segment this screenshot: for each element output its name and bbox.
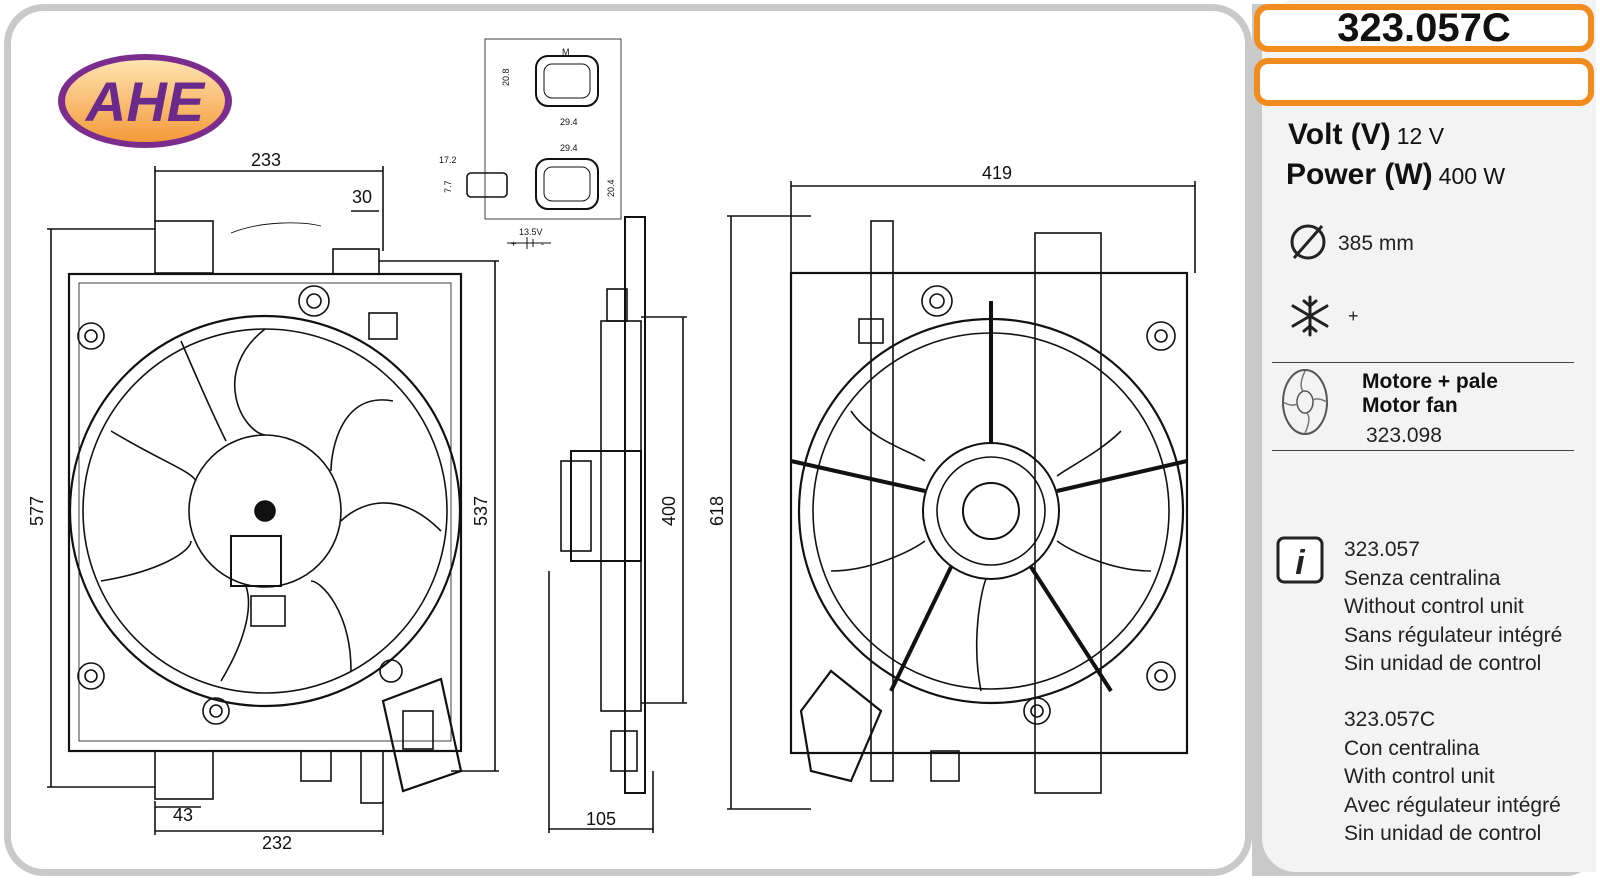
dim-front-width-top: 233 — [251, 150, 281, 170]
ahe-logo: AHE — [58, 54, 232, 148]
info-group-with-unit: 323.057C Con centralina With control uni… — [1344, 706, 1561, 849]
info-line: Sin unidad de control — [1344, 652, 1542, 675]
info-line: Without control unit — [1344, 595, 1524, 618]
volt-value: 12 V — [1396, 123, 1445, 149]
part-code: 323.057C — [1254, 4, 1594, 52]
info-group-without-unit: 323.057 Senza centralina Without control… — [1344, 536, 1562, 679]
conn-minus: - — [541, 239, 544, 249]
info-line: Sin unidad de control — [1344, 822, 1542, 845]
power-label: Power (W) — [1286, 158, 1433, 191]
conn-plus: + — [511, 239, 516, 249]
conn-dim-a: 20.8 — [501, 68, 511, 86]
volt-row: Volt (V)12 V — [1288, 118, 1444, 152]
conn-motor: M — [562, 47, 570, 57]
info-line: Avec régulateur intégré — [1344, 793, 1561, 817]
svg-text:i: i — [1295, 544, 1306, 582]
dim-front-tab: 30 — [352, 187, 372, 207]
front-view — [47, 166, 499, 835]
dim-rear-height: 618 — [707, 496, 727, 526]
info-line: Con centralina — [1344, 736, 1480, 760]
fan-thumbnail-icon — [1282, 369, 1328, 435]
dim-side-height: 400 — [659, 496, 679, 526]
dim-front-bottom-tab: 43 — [173, 805, 193, 825]
snowflake-icon — [1291, 295, 1329, 337]
info-line: Sans régulateur intégré — [1344, 623, 1563, 647]
secondary-code-box — [1254, 58, 1594, 106]
connector-detail — [466, 38, 622, 249]
volt-label: Volt (V) — [1288, 118, 1391, 151]
dim-front-height-outer: 577 — [27, 496, 47, 526]
conn-dim-b: 29.4 — [560, 117, 578, 127]
dim-side-depth: 105 — [586, 809, 616, 829]
related-code: 323.098 — [1366, 424, 1442, 447]
conn-dim-e: 17.2 — [439, 155, 457, 165]
conn-dim-d: 20.4 — [606, 179, 616, 197]
info-line: With control unit — [1344, 765, 1495, 788]
logo-text: AHE — [84, 70, 206, 133]
power-value: 400 W — [1438, 163, 1506, 189]
info-icon: i — [1276, 536, 1324, 584]
related-line1: Motore + pale — [1362, 370, 1498, 393]
conn-dim-g: 13.5V — [519, 227, 543, 237]
technical-drawing: AHE — [27, 38, 1196, 853]
conn-dim-f: 7.7 — [443, 180, 453, 193]
diameter-value: 385 mm — [1338, 232, 1414, 255]
divider-top — [1272, 362, 1574, 363]
info-line: 323.057C — [1344, 708, 1436, 731]
dim-front-width-bottom: 232 — [262, 833, 292, 853]
side-view — [548, 215, 811, 833]
cooling-suffix: + — [1348, 306, 1359, 326]
power-row: Power (W)400 W — [1286, 158, 1505, 192]
divider-bottom — [1272, 450, 1574, 451]
related-line2: Motor fan — [1362, 394, 1458, 417]
info-line: Senza centralina — [1344, 566, 1501, 590]
info-panel-inner — [1262, 0, 1596, 872]
info-line: 323.057 — [1344, 538, 1420, 561]
dim-front-height-inner: 537 — [471, 496, 491, 526]
diameter-icon — [1290, 224, 1326, 260]
conn-dim-c: 29.4 — [560, 143, 578, 153]
dim-rear-width: 419 — [982, 163, 1012, 183]
technical-drawing-panel: AHE — [4, 4, 1252, 876]
rear-view — [789, 181, 1196, 794]
